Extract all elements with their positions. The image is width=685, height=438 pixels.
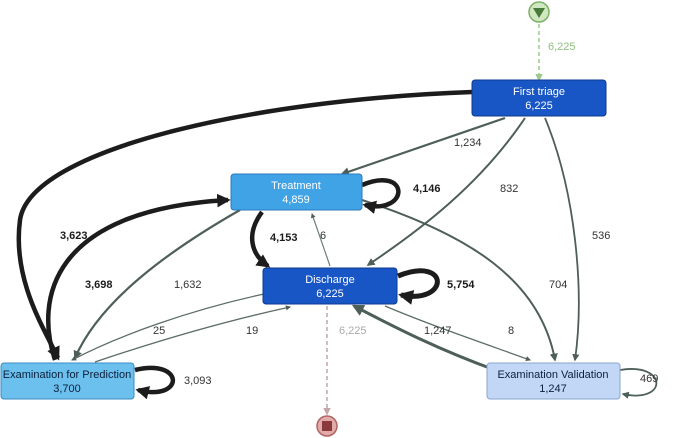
node-treatment[interactable]: Treatment 4,859 — [230, 173, 363, 211]
edge-label-discharge-to-treatment: 6 — [320, 230, 326, 242]
edge-label-treatment-to-prediction: 1,632 — [174, 279, 202, 291]
stop-icon — [322, 421, 332, 431]
edge-label-prediction-to-treatment: 3,698 — [85, 279, 113, 291]
edge-label-start-to-triage: 6,225 — [548, 41, 576, 53]
node-discharge-count: 6,225 — [316, 288, 344, 300]
node-exam-validation-count: 1,247 — [539, 383, 567, 395]
edge-label-triage-to-discharge: 832 — [500, 183, 518, 195]
edge-labels: 6,225 1,234 832 536 3,623 4,146 4,153 6 … — [60, 41, 658, 387]
edge-discharge-to-treatment[interactable] — [310, 213, 331, 267]
edge-label-triage-to-validation: 536 — [592, 230, 610, 242]
edge-label-treatment-to-validation: 704 — [549, 279, 567, 291]
edge-triage-to-treatment[interactable] — [340, 116, 506, 176]
node-first-triage-name: First triage — [513, 86, 565, 98]
edge-label-triage-to-prediction: 3,623 — [60, 230, 88, 242]
edge-treatment-to-discharge[interactable] — [249, 210, 271, 268]
edge-discharge-to-validation[interactable] — [384, 305, 531, 362]
edge-discharge-loop[interactable] — [397, 268, 440, 305]
start-marker[interactable] — [528, 1, 550, 23]
edge-discharge-to-prediction[interactable] — [71, 293, 265, 361]
node-discharge-name: Discharge — [305, 274, 355, 286]
node-treatment-name: Treatment — [271, 180, 321, 192]
edge-prediction-to-discharge[interactable] — [94, 305, 292, 363]
edge-treatment-to-prediction[interactable] — [73, 209, 241, 360]
edge-label-prediction-loop: 3,093 — [184, 375, 212, 387]
edge-validation-to-discharge[interactable] — [351, 304, 496, 372]
edge-label-triage-to-treatment: 1,234 — [454, 137, 482, 149]
edges — [16, 24, 658, 416]
edge-label-treatment-loop: 4,146 — [413, 183, 441, 195]
edge-prediction-to-treatment[interactable] — [45, 193, 231, 361]
end-marker[interactable] — [316, 415, 338, 437]
edge-treatment-to-validation[interactable] — [361, 199, 558, 362]
play-down-icon — [533, 8, 545, 18]
node-first-triage[interactable]: First triage 6,225 — [471, 79, 607, 117]
node-first-triage-count: 6,225 — [525, 100, 553, 112]
edge-validation-loop[interactable] — [619, 368, 658, 399]
edge-label-validation-to-discharge: 1,247 — [424, 325, 452, 337]
edge-label-prediction-to-discharge: 19 — [246, 325, 258, 337]
node-discharge[interactable]: Discharge 6,225 — [262, 267, 398, 305]
edge-triage-to-discharge[interactable] — [366, 117, 526, 266]
edge-label-discharge-loop: 5,754 — [447, 279, 475, 291]
edge-triage-to-prediction[interactable] — [16, 89, 473, 361]
node-exam-prediction[interactable]: Examination for Prediction 3,700 — [0, 362, 135, 400]
edge-triage-to-validation[interactable] — [544, 117, 580, 362]
edge-prediction-loop[interactable] — [134, 365, 176, 400]
node-exam-prediction-name: Examination for Prediction — [3, 369, 131, 381]
node-treatment-count: 4,859 — [282, 194, 310, 206]
edge-label-discharge-to-validation: 8 — [508, 325, 514, 337]
node-exam-prediction-count: 3,700 — [53, 383, 81, 395]
edge-label-validation-loop: 469 — [640, 373, 658, 385]
edge-label-discharge-to-prediction: 25 — [153, 325, 165, 337]
edge-treatment-loop[interactable] — [361, 178, 401, 214]
node-exam-validation-name: Examination Validation — [497, 369, 608, 381]
edge-label-treatment-to-discharge: 4,153 — [270, 232, 298, 244]
node-exam-validation[interactable]: Examination Validation 1,247 — [486, 362, 621, 400]
edge-label-discharge-to-end: 6,225 — [339, 325, 367, 337]
